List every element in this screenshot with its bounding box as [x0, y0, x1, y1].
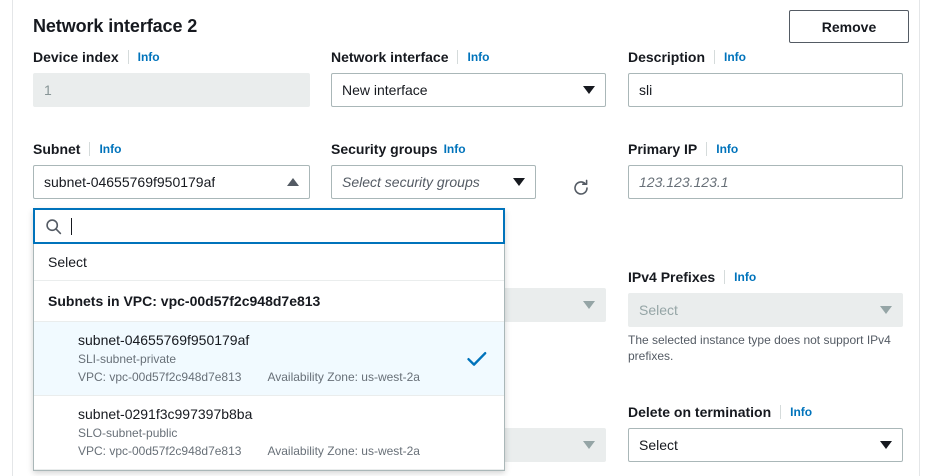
primary-ip-label: Primary IP	[628, 141, 698, 157]
delete-on-termination-info-link[interactable]: Info	[790, 405, 813, 419]
network-interface-label: Network interface	[331, 49, 449, 65]
chevron-down-icon	[880, 441, 892, 449]
network-interface-value: New interface	[342, 82, 428, 98]
subnet-option-select-placeholder[interactable]: Select	[34, 244, 504, 281]
security-groups-field: Security groups Info Select security gro…	[331, 140, 536, 199]
subnet-option-name: SLI-subnet-private	[78, 352, 177, 366]
subnet-option-az: Availability Zone: us-west-2a	[267, 370, 420, 384]
delete-on-termination-label-row: Delete on termination Info	[628, 403, 903, 421]
security-groups-info-link[interactable]: Info	[443, 142, 466, 156]
label-divider	[780, 405, 782, 419]
primary-ip-placeholder: 123.123.123.1	[639, 174, 729, 190]
ipv4-prefixes-select: Select	[628, 293, 903, 327]
delete-on-termination-field: Delete on termination Info Select	[628, 403, 903, 462]
label-divider	[724, 270, 726, 284]
security-groups-label: Security groups	[331, 141, 438, 157]
subnet-option-vpc: VPC: vpc-00d57f2c948d7e813	[78, 444, 242, 458]
device-index-input: 1	[33, 73, 310, 107]
subnet-option-meta: VPC: vpc-00d57f2c948d7e813 Availability …	[78, 442, 464, 460]
subnet-option-id: subnet-0291f3c997397b8ba	[78, 406, 253, 422]
description-info-link[interactable]: Info	[724, 50, 747, 64]
network-interface-info-link[interactable]: Info	[467, 50, 490, 64]
subnet-label-row: Subnet Info	[33, 140, 310, 158]
label-divider	[457, 50, 459, 64]
delete-on-termination-placeholder: Select	[639, 437, 678, 453]
network-interface-field: Network interface Info New interface	[331, 48, 606, 107]
chevron-down-icon	[513, 178, 525, 186]
refresh-security-groups-button[interactable]	[564, 171, 598, 205]
subnet-option-vpc: VPC: vpc-00d57f2c948d7e813	[78, 370, 242, 384]
description-input[interactable]: sli	[628, 73, 903, 107]
security-groups-placeholder: Select security groups	[342, 174, 480, 190]
chevron-down-icon	[880, 306, 892, 314]
primary-ip-input[interactable]: 123.123.123.1	[628, 165, 903, 199]
device-index-field: Device index Info 1	[33, 48, 310, 107]
subnet-field: Subnet Info subnet-04655769f950179af	[33, 140, 310, 199]
subnet-select-trigger[interactable]: subnet-04655769f950179af	[33, 165, 310, 199]
network-interface-label-row: Network interface Info	[331, 48, 606, 66]
device-index-label: Device index	[33, 49, 119, 65]
description-label: Description	[628, 49, 706, 65]
device-index-value: 1	[44, 82, 52, 98]
check-icon	[466, 350, 488, 368]
delete-on-termination-label: Delete on termination	[628, 404, 772, 420]
delete-on-termination-select[interactable]: Select	[628, 428, 903, 462]
subnet-dropdown-panel: Select Subnets in VPC: vpc-00d57f2c948d7…	[33, 208, 505, 471]
search-icon	[45, 218, 62, 235]
text-cursor	[71, 217, 72, 235]
primary-ip-field: Primary IP Info 123.123.123.1	[628, 140, 903, 199]
chevron-down-icon	[583, 86, 595, 94]
page-title: Network interface 2	[33, 16, 198, 36]
refresh-icon	[574, 179, 588, 195]
subnet-option-name: SLO-subnet-public	[78, 426, 178, 440]
primary-ip-label-row: Primary IP Info	[628, 140, 903, 158]
network-interface-select[interactable]: New interface	[331, 73, 606, 107]
subnet-label: Subnet	[33, 141, 81, 157]
label-divider	[127, 50, 129, 64]
subnet-option-list: Select Subnets in VPC: vpc-00d57f2c948d7…	[34, 244, 504, 470]
ipv4-prefixes-field: IPv4 Prefixes Info Select The selected i…	[628, 268, 903, 364]
security-groups-select[interactable]: Select security groups	[331, 165, 536, 199]
container-edge-left	[12, 0, 13, 476]
subnet-option-meta: VPC: vpc-00d57f2c948d7e813 Availability …	[78, 368, 464, 386]
chevron-up-icon	[287, 178, 299, 186]
subnet-option-az: Availability Zone: us-west-2a	[267, 444, 420, 458]
description-value: sli	[639, 82, 653, 98]
security-groups-label-row: Security groups Info	[331, 140, 536, 158]
ipv4-prefixes-helper-text: The selected instance type does not supp…	[628, 333, 891, 363]
label-divider	[714, 50, 716, 64]
ipv4-prefixes-label-row: IPv4 Prefixes Info	[628, 268, 903, 286]
primary-ip-info-link[interactable]: Info	[716, 142, 739, 156]
device-index-label-row: Device index Info	[33, 48, 310, 66]
label-divider	[89, 142, 91, 156]
ipv4-prefixes-label: IPv4 Prefixes	[628, 269, 716, 285]
container-edge-right	[919, 0, 920, 476]
description-field: Description Info sli	[628, 48, 903, 107]
label-divider	[706, 142, 708, 156]
remove-button[interactable]: Remove	[789, 10, 909, 43]
subnet-selected-value: subnet-04655769f950179af	[44, 174, 216, 190]
chevron-down-icon	[583, 301, 595, 309]
subnet-info-link[interactable]: Info	[99, 142, 122, 156]
chevron-down-icon	[583, 441, 595, 449]
subnet-search-row[interactable]	[33, 208, 505, 244]
subnet-group-header: Subnets in VPC: vpc-00d57f2c948d7e813	[34, 281, 504, 322]
device-index-info-link[interactable]: Info	[137, 50, 160, 64]
subnet-option-id: subnet-04655769f950179af	[78, 332, 250, 348]
ipv4-prefixes-info-link[interactable]: Info	[734, 270, 757, 284]
ipv4-prefixes-placeholder: Select	[639, 302, 678, 318]
subnet-option-row[interactable]: subnet-04655769f950179af SLI-subnet-priv…	[34, 322, 504, 396]
subnet-option-row[interactable]: subnet-0291f3c997397b8ba SLO-subnet-publ…	[34, 396, 504, 470]
description-label-row: Description Info	[628, 48, 903, 66]
